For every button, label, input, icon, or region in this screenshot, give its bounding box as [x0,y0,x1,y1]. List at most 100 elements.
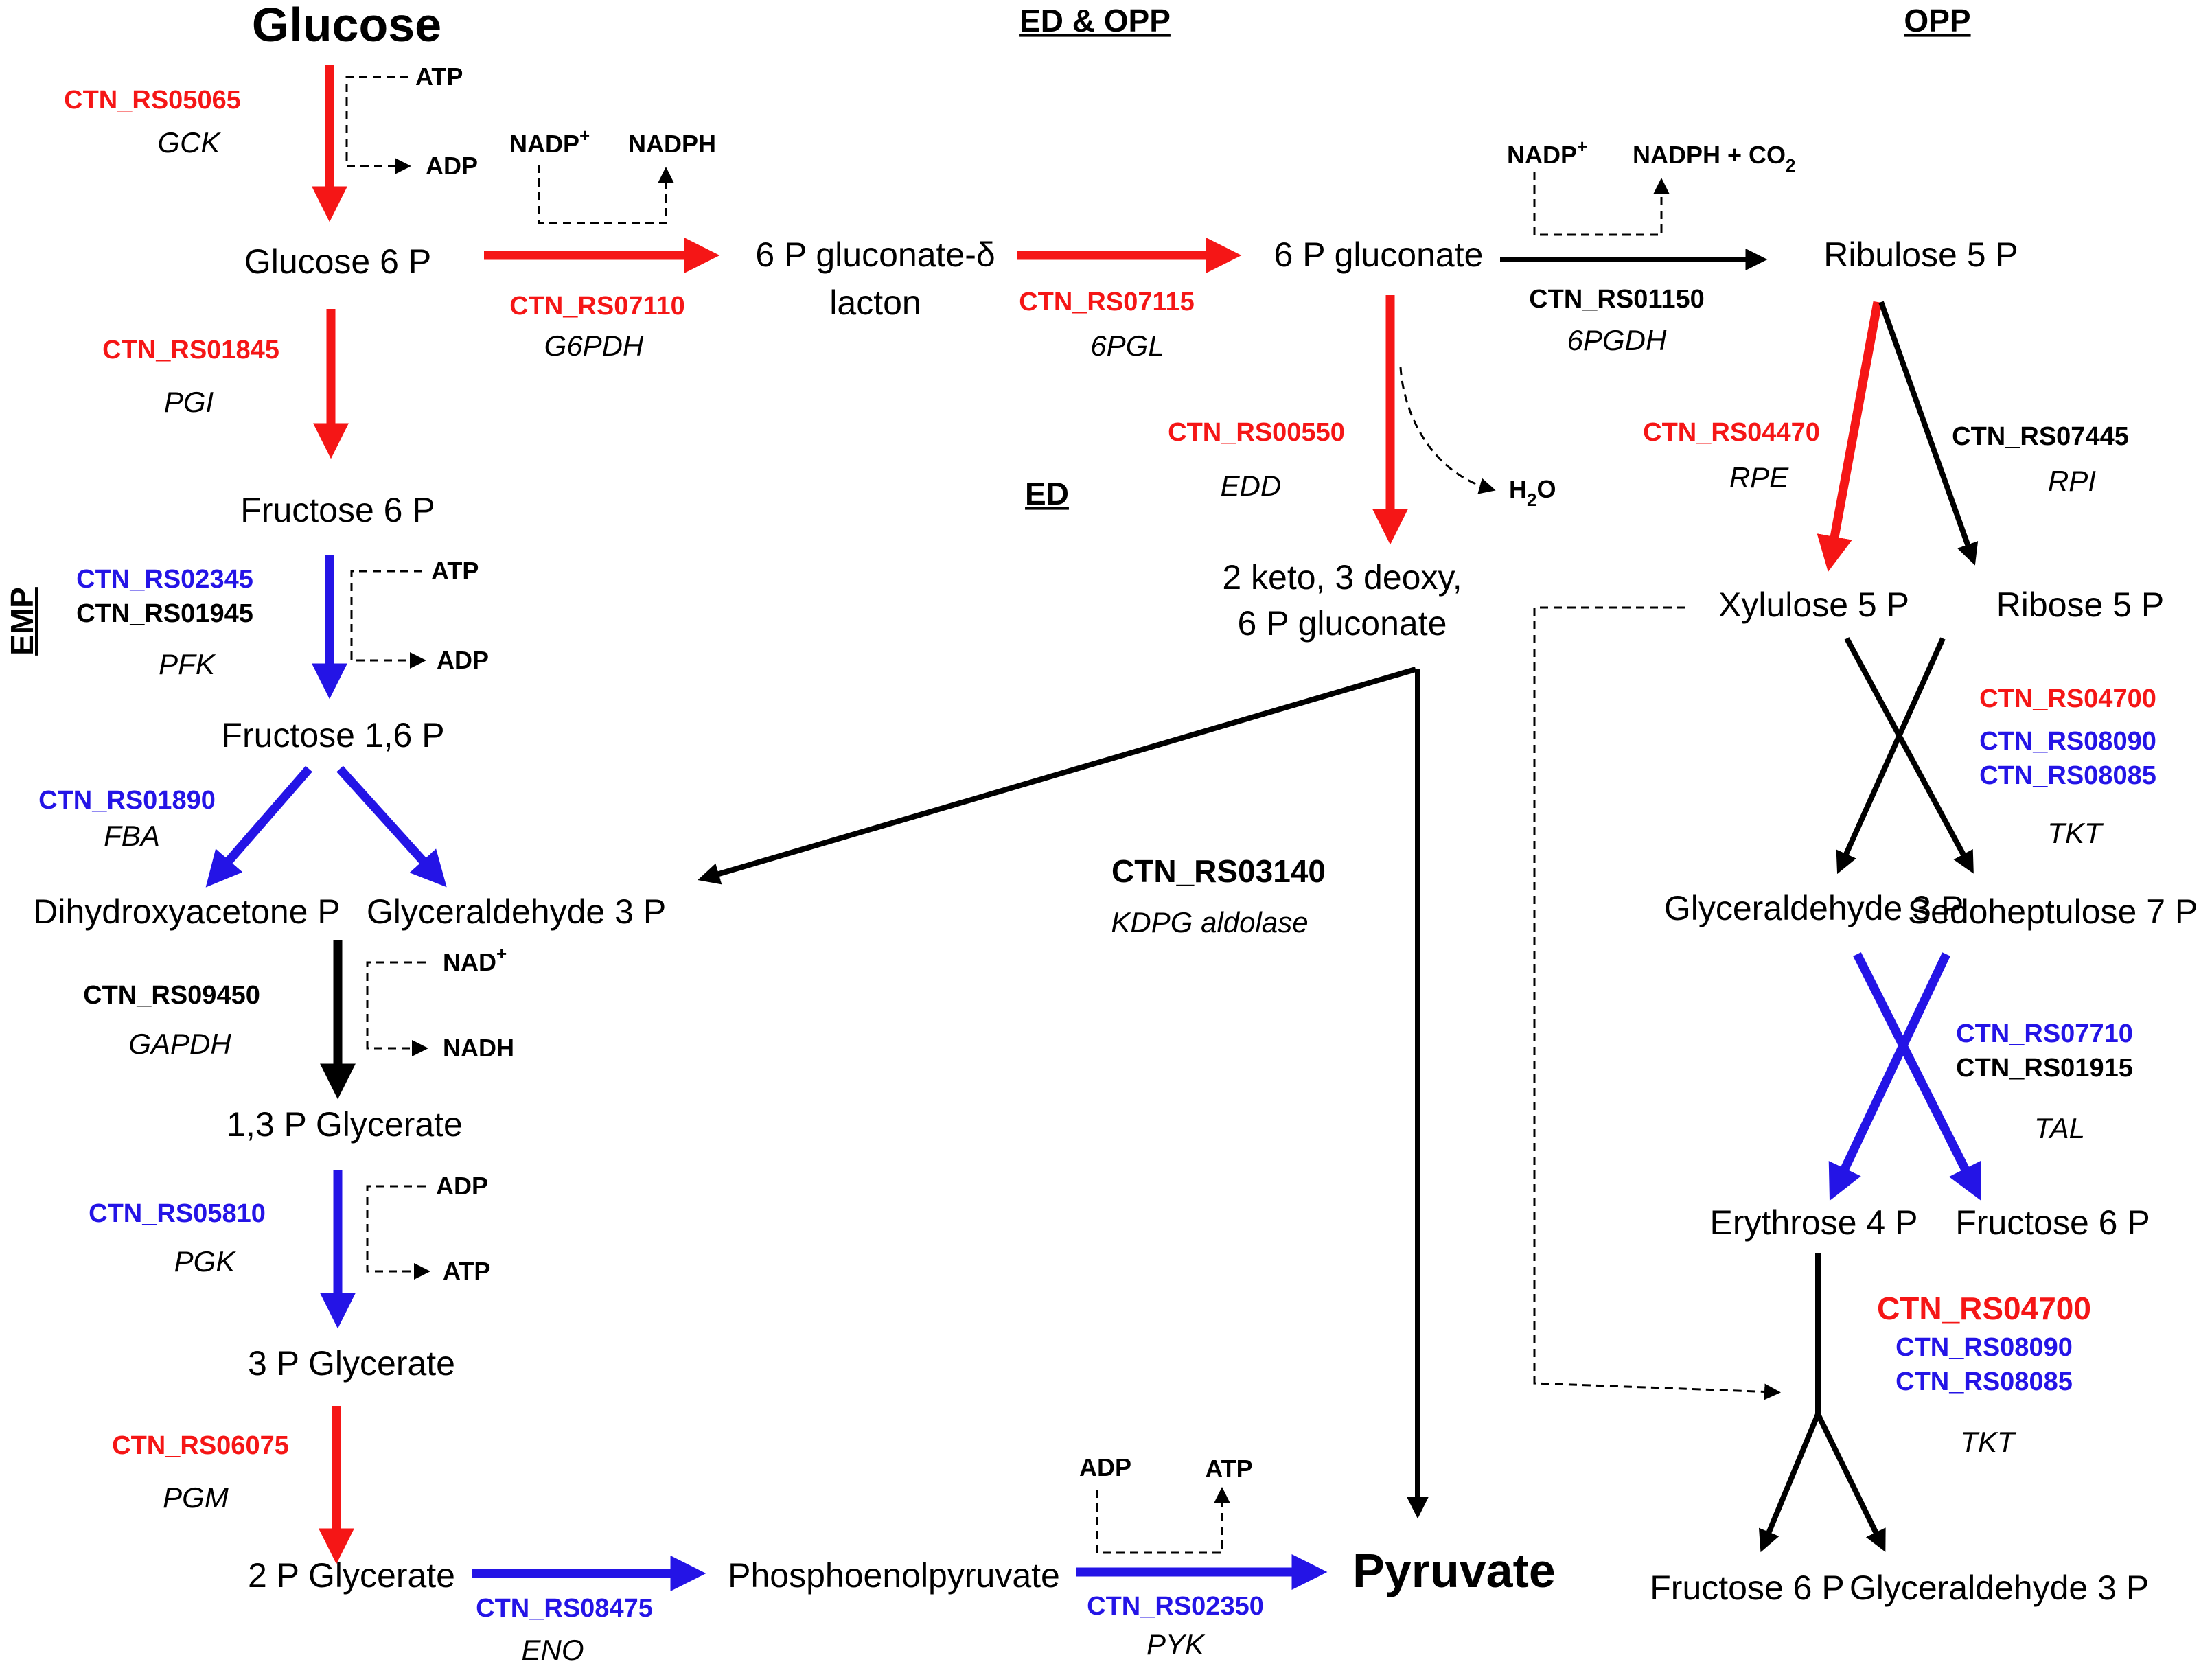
section-opp: OPP [1904,3,1970,38]
cofactor-atp-pgk: ATP [443,1257,490,1285]
cofactor-adp-pgk: ADP [436,1172,488,1200]
gck-enzyme: GCK [157,126,221,159]
xu5p-to-tkt2-dashed [1533,606,1781,1400]
cofactor-adp-pfk: ADP [437,646,489,674]
pgl-gene: CTN_RS07115 [1019,288,1195,316]
eno-gene: CTN_RS08475 [476,1594,653,1623]
metabolite-g3p-opp: Glyceraldehyde 3 P [1664,889,1963,927]
pgl-enzyme: 6PGL [1090,330,1164,362]
metabolite-pyruvate: Pyruvate [1352,1544,1556,1597]
arrow-tal-cross-a [1853,952,1981,1201]
rpi-gene: CTN_RS07445 [1952,422,2129,451]
cofactor-nad: NAD+ [443,943,507,976]
cofactor-bracket-gapdh [366,961,428,1056]
metabolite-f16p: Fructose 1,6 P [221,716,444,754]
arrow-tkt1-cross-b [1836,637,1946,875]
cofactor-bracket-pyk [1096,1487,1230,1554]
metabolite-gluconate: 6 P gluconate [1274,235,1484,274]
pfk-gene-1: CTN_RS02345 [76,565,253,594]
arrow-tkt2-g3p [1815,1413,1886,1552]
tkt2-gene-2: CTN_RS08090 [1896,1333,2073,1362]
metabolite-g3p-opp2: Glyceraldehyde 3 P [1850,1569,2149,1607]
metabolite-r5p: Ribose 5 P [1996,586,2165,624]
g6pdh-gene: CTN_RS07110 [509,292,685,321]
gck-gene: CTN_RS05065 [64,86,241,115]
pgi-gene: CTN_RS01845 [102,336,279,365]
cofactor-atp-pyk: ATP [1205,1455,1252,1483]
arrow-ru5p-xu5p [1817,301,1882,573]
pgm-enzyme: PGM [163,1481,229,1514]
tkt1-enzyme: TKT [2047,817,2104,849]
fba-gene: CTN_RS01890 [38,786,216,815]
arrow-f16p-dhap [205,765,312,888]
tkt2-gene-3: CTN_RS08085 [1896,1367,2073,1396]
pgk-gene: CTN_RS05810 [89,1199,266,1228]
metabolite-g3p: Glyceraldehyde 3 P [367,892,666,931]
gapdh-gene: CTN_RS09450 [83,981,260,1010]
fba-enzyme: FBA [104,820,160,852]
section-ed: ED [1025,476,1069,511]
pgi-enzyme: PGI [164,386,214,418]
arrow-tkt1-cross-a [1844,637,1974,874]
rpi-enzyme: RPI [2048,465,2096,497]
arrow-ru5p-r5p [1878,301,1979,566]
metabolite-f6p-opp: Fructose 6 P [1955,1203,2150,1242]
cofactor-nadp-g6pdh: NADP+ [509,125,590,158]
cofactor-nadph-g6pdh: NADPH [628,130,716,158]
cofactor-bracket-6pgdh [1533,172,1670,236]
cofactor-atp-pfk: ATP [431,557,479,585]
metabolite-3pg: 3 P Glycerate [248,1344,455,1383]
tkt1-gene-1: CTN_RS04700 [1979,684,2156,713]
metabolite-f6p-opp2: Fructose 6 P [1650,1569,1844,1607]
section-ed-opp: ED & OPP [1019,3,1171,38]
metabolite-ru5p: Ribulose 5 P [1823,235,2018,274]
pyk-enzyme: PYK [1147,1628,1206,1661]
arrow-tal-cross-b [1828,952,1950,1201]
rpe-gene: CTN_RS04470 [1643,418,1820,447]
metabolite-gluconolacton-line1: 6 P gluconate-δ [755,235,995,274]
pfk-gene-2: CTN_RS01945 [76,599,253,628]
kdpg-enzyme: KDPG aldolase [1111,906,1308,938]
pgm-gene: CTN_RS06075 [112,1431,289,1460]
arrow-kdpg-g3p [698,667,1417,885]
tal-gene-1: CTN_RS07710 [1956,1019,2133,1048]
arrow-tkt2-f6p [1758,1413,1821,1553]
pfk-enzyme: PFK [159,648,216,680]
metabolite-e4p: Erythrose 4 P [1710,1203,1918,1242]
pgk-enzyme: PGK [174,1245,237,1278]
rpe-enzyme: RPE [1729,461,1789,494]
cofactor-bracket-g6pdh [538,165,674,224]
cofactor-bracket-pgk [366,1185,430,1280]
metabolite-dhap: Dihydroxyacetone P [33,892,340,931]
cofactor-atp-gck: ATP [415,62,463,91]
metabolite-gluconolacton-line2: lacton [829,284,921,322]
kdpg-gene: CTN_RS03140 [1111,853,1326,889]
pgdh-enzyme: 6PGDH [1567,324,1667,356]
metabolite-xu5p: Xylulose 5 P [1718,586,1909,624]
cofactor-adp-gck: ADP [426,152,478,180]
water-release-arrow [1399,367,1496,494]
tkt1-gene-3: CTN_RS08085 [1979,761,2156,790]
pyk-gene: CTN_RS02350 [1087,1592,1264,1621]
metabolite-kdpg-line1: 2 keto, 3 deoxy, [1222,558,1462,597]
section-emp: EMP [4,587,40,656]
metabolite-bpg: 1,3 P Glycerate [227,1105,463,1144]
eno-enzyme: ENO [521,1634,584,1664]
cofactor-h2o: H2O [1509,475,1556,510]
tkt2-enzyme: TKT [1960,1426,2017,1458]
metabolite-f6p: Fructose 6 P [240,491,435,529]
cofactor-nadp-6pgdh: NADP+ [1507,136,1587,169]
cofactor-nadph-co2: NADPH + CO2 [1633,141,1796,176]
metabolite-g6p: Glucose 6 P [244,242,431,281]
metabolite-glucose: Glucose [252,0,441,51]
tal-gene-2: CTN_RS01915 [1956,1054,2133,1083]
cofactor-nadh: NADH [443,1034,514,1062]
edd-enzyme: EDD [1221,470,1282,502]
metabolite-2pg: 2 P Glycerate [248,1556,455,1595]
cofactor-bracket-gck [345,76,411,174]
metabolite-kdpg-line2: 6 P gluconate [1238,604,1447,643]
edd-gene: CTN_RS00550 [1168,418,1345,447]
cofactor-bracket-pfk [350,570,426,669]
g6pdh-enzyme: G6PDH [544,330,644,362]
